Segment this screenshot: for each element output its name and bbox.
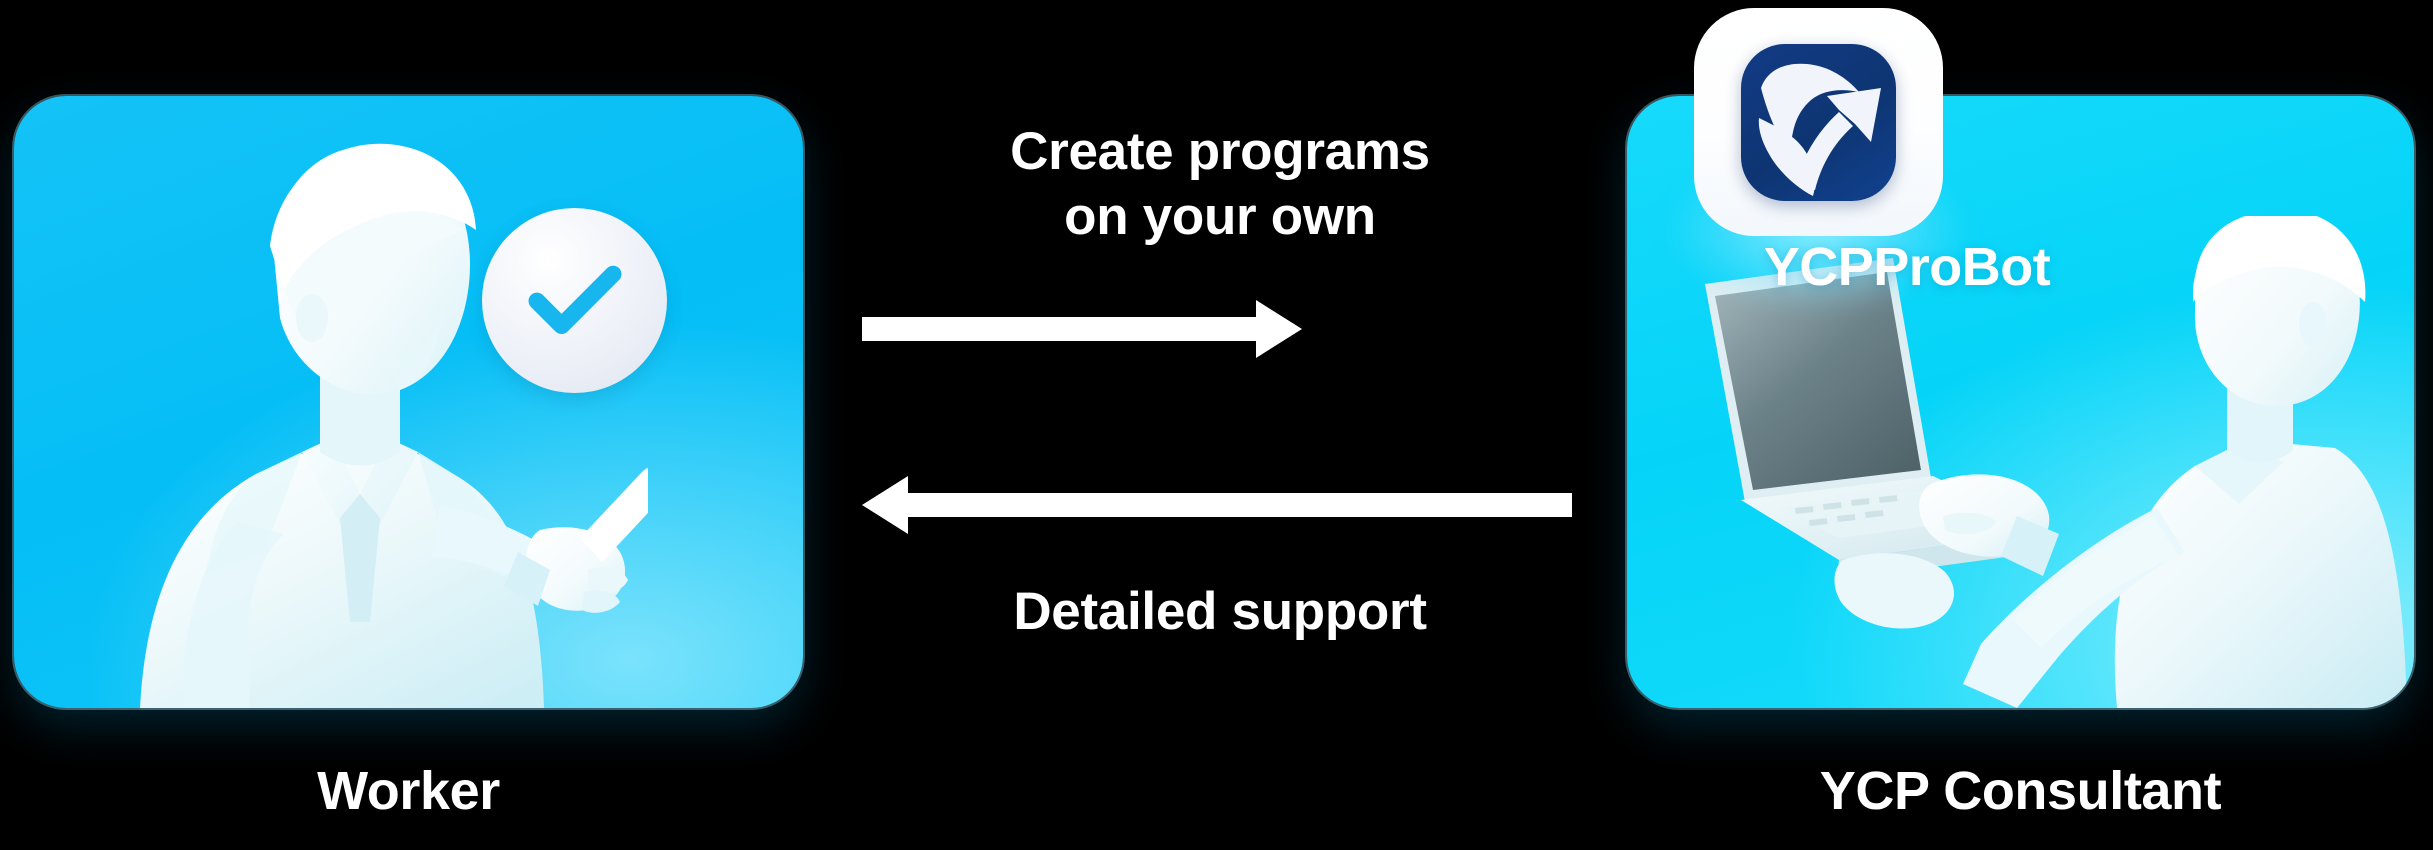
consultant-with-laptop-figure xyxy=(1705,216,2407,708)
arrow-left-icon xyxy=(862,476,1572,534)
logo-inner-tile xyxy=(1741,43,1896,201)
ycpprobot-logo-icon xyxy=(1694,8,1943,236)
check-circle-icon xyxy=(482,208,667,393)
consultant-label: YCP Consultant xyxy=(1819,761,2222,821)
forward-caption-line1: Create programs xyxy=(1010,122,1430,181)
worker-pointing-figure xyxy=(140,143,648,708)
worker-label: Worker xyxy=(317,761,500,821)
bot-name-label: YCPProBot xyxy=(1763,237,2051,297)
worker-card[interactable] xyxy=(14,96,803,708)
arrow-right-icon xyxy=(862,300,1302,358)
forward-flow-caption: Create programs on your own xyxy=(840,120,1600,249)
forward-caption-line2: on your own xyxy=(1064,186,1376,246)
backward-flow-caption: Detailed support xyxy=(1013,582,1427,641)
